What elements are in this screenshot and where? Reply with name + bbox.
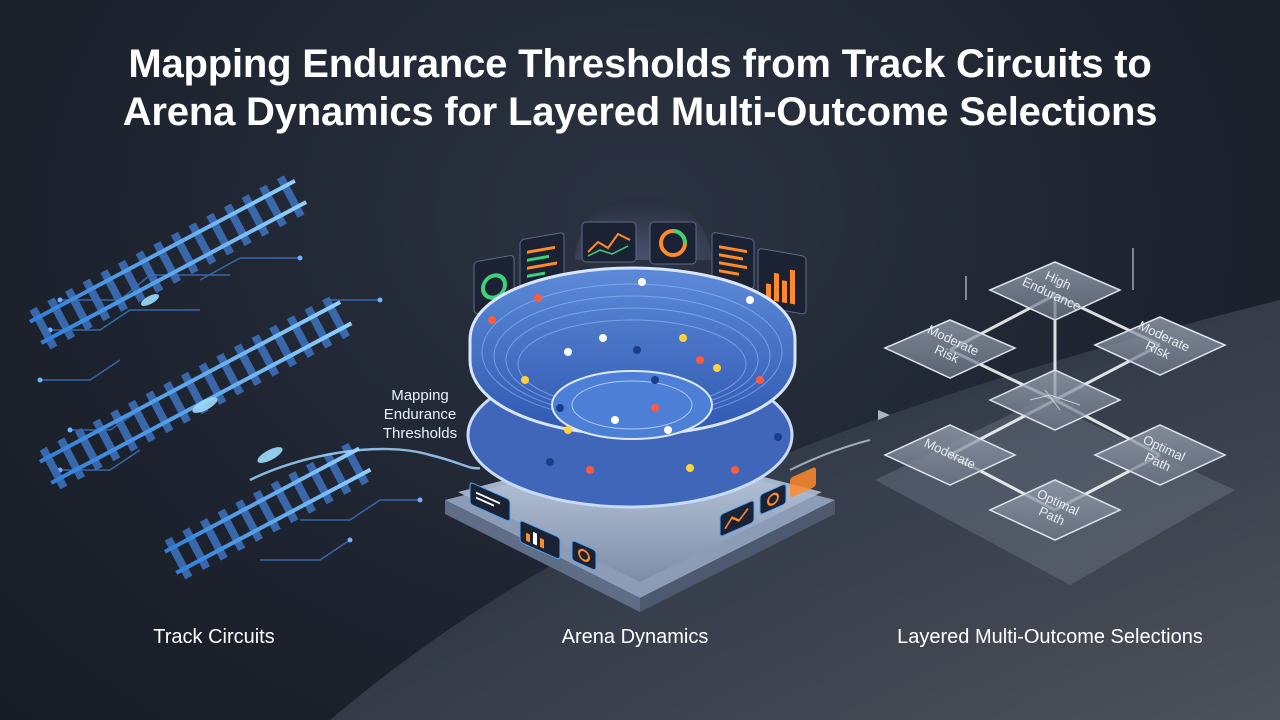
title-line-2: Arena Dynamics for Layered Multi-Outcome… (122, 90, 1158, 134)
page-title: Mapping Endurance Thresholds from Track … (0, 40, 1280, 136)
caption-arena-dynamics: Arena Dynamics (561, 626, 709, 648)
caption-layered-selections: Layered Multi-Outcome Selections (897, 626, 1203, 648)
mapping-label-line-1: Mapping (391, 387, 449, 404)
title-line-1: Mapping Endurance Thresholds from Track … (128, 42, 1152, 86)
floating-panels (473, 221, 807, 315)
node-tiles (883, 261, 1227, 541)
mapping-label-line-3: Thresholds (382, 425, 458, 442)
mapping-label-line-2: Endurance (383, 406, 457, 423)
flow-line-track-to-arena (249, 447, 481, 482)
caption-track-circuits: Track Circuits (153, 626, 275, 648)
athletes (488, 278, 782, 474)
layered-network (875, 248, 1235, 585)
track-circuits-illustration (29, 175, 423, 580)
mapping-endurance-label: Mapping Endurance Thresholds (360, 386, 480, 443)
flow-line-arena-to-layered (789, 439, 871, 471)
arena-illustration (445, 196, 835, 612)
